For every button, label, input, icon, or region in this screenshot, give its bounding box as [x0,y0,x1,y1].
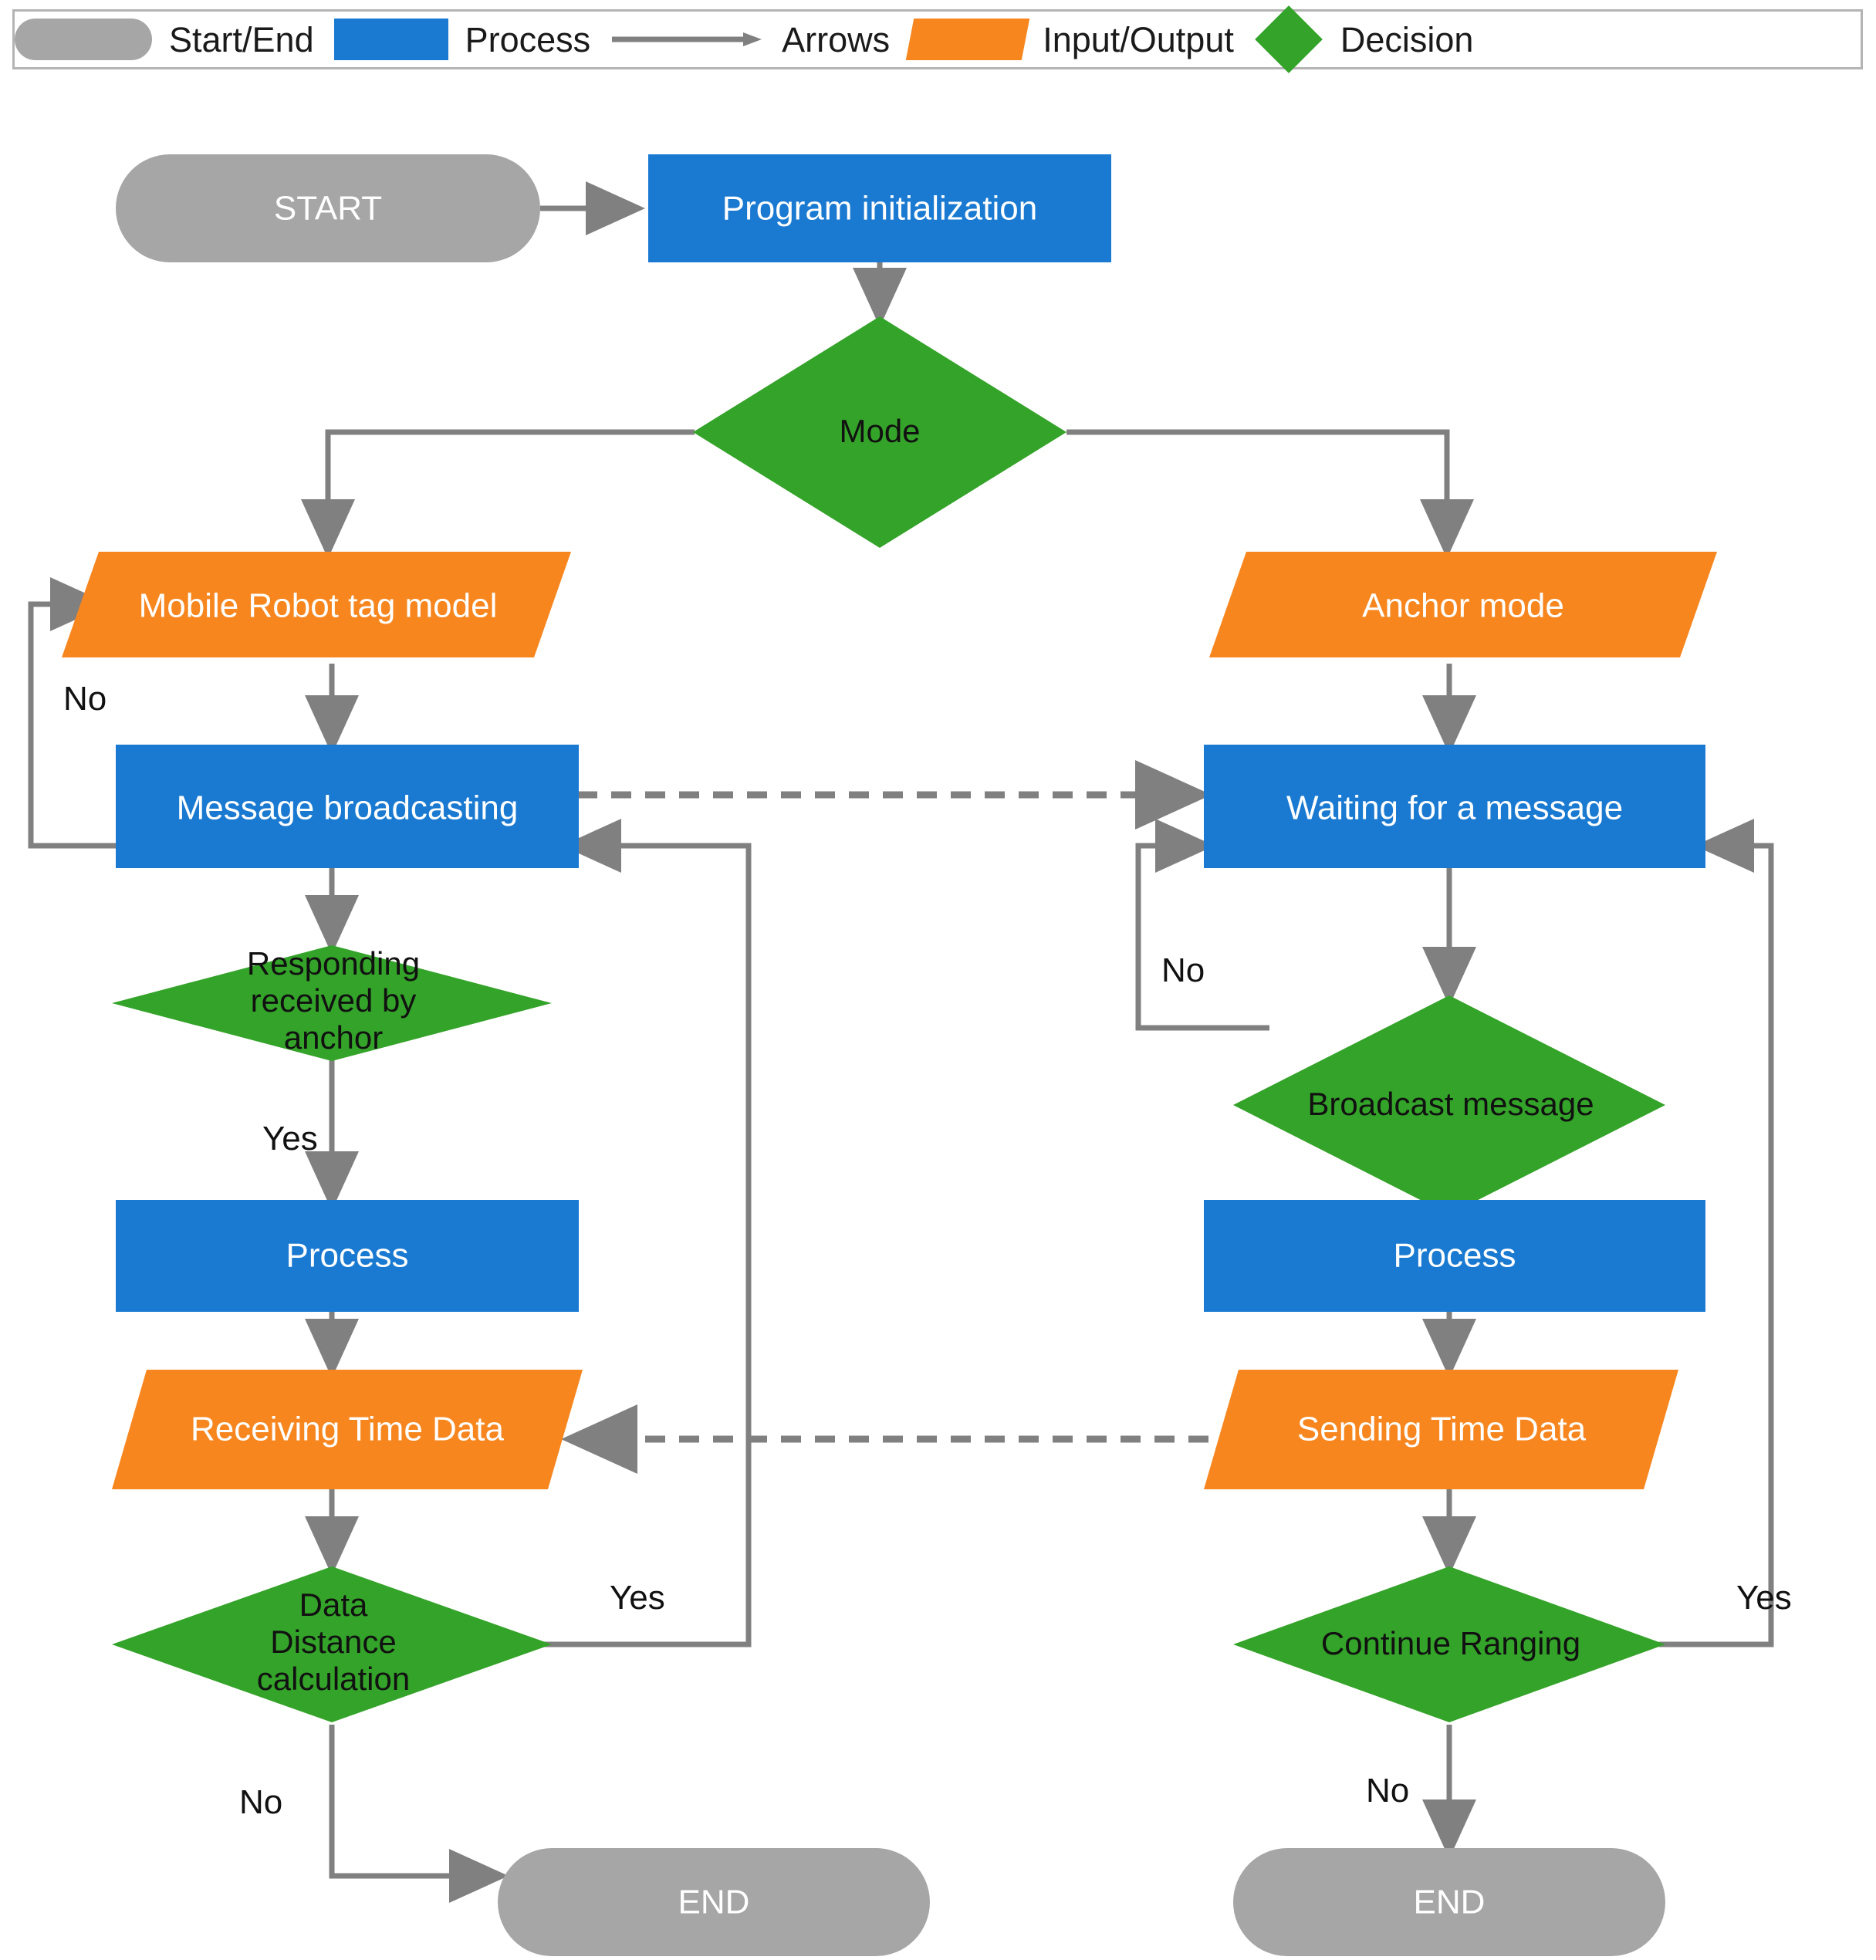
dist-calc-label-line2: Distance [270,1624,396,1660]
dist-calc-label-line3: calculation [257,1661,410,1697]
arrow-swatch-icon [612,32,762,46]
anchor-mode-label: Anchor mode [1362,587,1564,625]
node-mobile-robot-tag-model[interactable]: Mobile Robot tag model [62,552,571,657]
end-left-label: END [678,1884,750,1921]
continue-shape [1233,1566,1665,1722]
edge-label-yes-responding: Yes [262,1120,318,1157]
edge-label-no-dist: No [239,1783,282,1821]
legend-item-input-output: Input/Output [905,12,1254,67]
flowchart-canvas: START Program initialization Mode Mobile… [28,154,1792,1956]
responding-label-line1: Responding [247,945,420,982]
node-end-left[interactable]: END [498,1848,930,1956]
end-right-shape [1233,1848,1665,1956]
rect-swatch-icon [333,19,448,60]
legend-label-process: Process [465,19,591,59]
edge-label-yes-continue: Yes [1736,1579,1792,1617]
tag-mode-shape [62,552,571,657]
bcast-msg-shape [1233,995,1665,1215]
node-message-broadcasting[interactable]: Message broadcasting [116,745,579,868]
legend-item-process: Process [333,12,611,67]
responding-label-line2: received by [251,982,417,1019]
node-continue-ranging[interactable]: Continue Ranging [1233,1566,1665,1722]
node-broadcast-message[interactable]: Broadcast message [1233,995,1665,1215]
node-data-distance-calculation[interactable]: Data Distance calculation [112,1566,552,1722]
init-label: Program initialization [722,190,1037,228]
waiting-shape [1204,745,1705,868]
dashed-edge-layer [561,760,1242,1474]
mode-label: Mode [839,413,920,449]
edge-label-no-continue: No [1366,1772,1409,1810]
bcast-msg-label: Broadcast message [1307,1086,1594,1122]
legend-item-arrows: Arrows [610,12,910,67]
legend-item-decision: Decision [1254,5,1494,73]
legend-bar: Start/End Process Arrows Input/Output De… [12,5,1863,73]
edge-responding-no-loop [28,577,120,849]
anchor-mode-shape [1209,552,1717,657]
responding-label-line3: anchor [284,1019,383,1056]
node-anchor-mode[interactable]: Anchor mode [1209,552,1717,657]
legend-label-decision: Decision [1340,19,1474,59]
proc-left-label: Process [286,1237,409,1275]
edge-label-yes-dist: Yes [610,1579,665,1617]
stadium-swatch-icon [15,19,152,60]
responding-shape [112,945,552,1061]
node-sending-time-data[interactable]: Sending Time Data [1204,1370,1678,1489]
edge-label-no-bcast-loop: No [1161,951,1205,989]
edge-dist-yes-loop [525,819,752,1647]
edge-dist-no-end [329,1725,509,1903]
edge-continue-yes-loop [1659,819,1774,1647]
tag-mode-label: Mobile Robot tag model [139,587,498,625]
node-mode[interactable]: Mode [693,316,1066,548]
edge-mode-to-tag [301,429,695,559]
send-time-label: Sending Time Data [1297,1411,1587,1448]
edge-layer [28,181,1774,1903]
start-shape [116,154,540,262]
continue-label: Continue Ranging [1321,1625,1580,1661]
node-responding-received-by-anchor[interactable]: Responding received by anchor [112,945,552,1061]
recv-time-label: Receiving Time Data [191,1411,504,1448]
dist-calc-label-line1: Data [299,1587,368,1623]
diamond-swatch-icon [1255,5,1323,73]
send-time-shape [1204,1370,1678,1489]
node-program-initialization[interactable]: Program initialization [648,154,1111,262]
start-label: START [274,190,382,228]
proc-left-shape [116,1200,579,1312]
edge-label-no-tag-loop: No [63,680,106,718]
legend-label-start-end: Start/End [169,19,314,59]
proc-right-label: Process [1394,1237,1516,1275]
node-end-right[interactable]: END [1233,1848,1665,1956]
node-receiving-time-data[interactable]: Receiving Time Data [112,1370,583,1489]
legend-item-start-end: Start/End [15,12,334,67]
recv-time-shape [112,1370,583,1489]
mode-shape [693,316,1066,548]
edge-bcastmsg-no-loop [1135,819,1269,1031]
node-start[interactable]: START [116,154,540,262]
node-waiting-for-a-message[interactable]: Waiting for a message [1204,745,1705,868]
msg-bcast-label: Message broadcasting [177,789,519,827]
msg-bcast-shape [116,745,579,868]
dist-calc-shape [112,1566,552,1722]
node-process-right[interactable]: Process [1204,1200,1705,1312]
edge-mode-to-anchor [1066,429,1474,559]
parallelogram-swatch-icon [905,19,1030,60]
init-shape [648,154,1111,262]
legend-label-input-output: Input/Output [1043,19,1234,59]
edge-label-layer: No Yes No Yes No Yes No [63,680,1792,1821]
end-left-shape [498,1848,930,1956]
waiting-label: Waiting for a message [1286,789,1623,827]
node-process-left[interactable]: Process [116,1200,579,1312]
end-right-label: END [1414,1884,1486,1921]
proc-right-shape [1204,1200,1705,1312]
legend-label-arrows: Arrows [782,19,891,59]
